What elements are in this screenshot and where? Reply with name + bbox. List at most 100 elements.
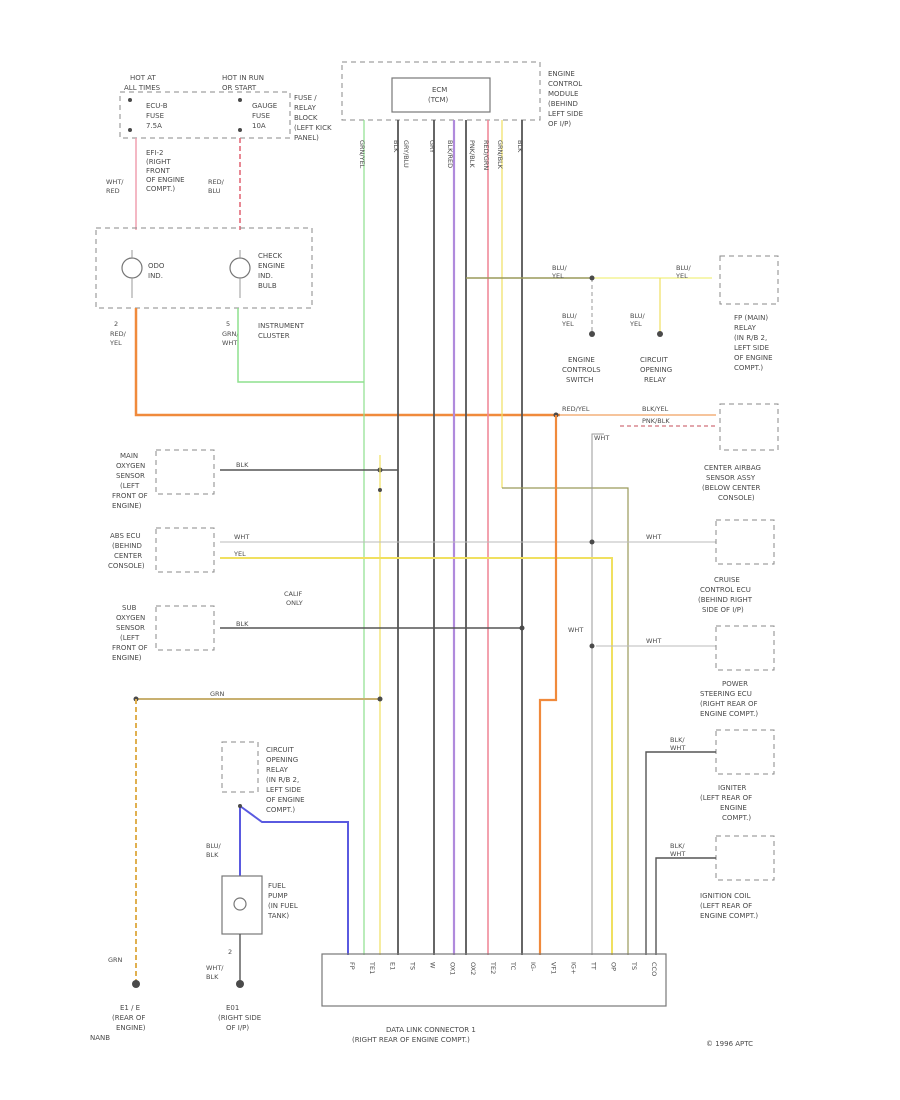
dlc-pin-13: OP — [610, 962, 618, 971]
svg-text:CONSOLE): CONSOLE) — [108, 562, 145, 570]
svg-text:CIRCUIT: CIRCUIT — [640, 356, 669, 364]
cluster-right-pin: 5 GRN/ WHT — [222, 320, 239, 347]
fuel-pump-motor-symbol — [233, 897, 247, 911]
svg-text:TANK): TANK) — [267, 912, 289, 920]
svg-text:(LEFT REAR OF: (LEFT REAR OF — [700, 902, 752, 910]
svg-text:CONTROL ECU: CONTROL ECU — [700, 586, 751, 594]
copyright: © 1996 APTC — [706, 1040, 753, 1048]
dlc-pin-10: VF1 — [549, 962, 557, 974]
ecm-wire-labels: GRN/YEL BLK GRY/BLU GRY BLK/RED PNK/BLK … — [358, 140, 524, 170]
svg-text:FUEL: FUEL — [268, 882, 286, 890]
svg-text:IGNITER: IGNITER — [718, 784, 746, 792]
splice-blublk — [238, 804, 242, 808]
splice-wht-1 — [589, 539, 595, 545]
dlc-pin-9: IG- — [529, 962, 537, 972]
svg-text:MODULE: MODULE — [548, 90, 578, 98]
fuel-pump-label: FUEL PUMP (IN FUEL TANK) — [267, 882, 298, 920]
ignition-coil-label: IGNITION COIL (LEFT REAR OF ENGINE COMPT… — [700, 892, 758, 920]
dlc-pin-4: W — [429, 962, 437, 969]
fuse-left-amp: 7.5A — [146, 122, 162, 130]
odo-label-1: ODO — [148, 262, 165, 270]
dlc-pin-5: OX1 — [449, 962, 457, 975]
sub-o2-blk-label: BLK — [236, 620, 249, 628]
svg-text:(IN FUEL: (IN FUEL — [268, 902, 298, 910]
ecm-box — [341, 61, 541, 121]
ground-e01 — [236, 980, 244, 988]
fuse-left-header-1: HOT AT — [130, 74, 157, 82]
wire-orange-to-dlc — [538, 415, 558, 955]
ps-ecu-box — [715, 625, 775, 671]
svg-text:COMPT.): COMPT.) — [266, 806, 295, 814]
main-o2-blk-label: BLK — [236, 461, 249, 469]
cluster-label-2: CLUSTER — [258, 332, 290, 340]
cruise-ecu-box — [715, 519, 775, 565]
svg-text:(LEFT: (LEFT — [120, 482, 140, 490]
splice-bluyel — [589, 275, 595, 281]
wire-abs-yel — [220, 557, 613, 955]
svg-text:FRONT OF: FRONT OF — [112, 644, 148, 652]
svg-text:ENGINE: ENGINE — [548, 70, 575, 78]
svg-text:BLK/RED: BLK/RED — [446, 140, 454, 168]
e1-wire-label: GRN — [108, 956, 123, 964]
svg-text:COMPT.): COMPT.) — [722, 814, 751, 822]
fuel-pump-box — [221, 875, 263, 935]
bluyel-top-2: YEL — [551, 272, 564, 280]
data-link-connector-box — [321, 953, 667, 1007]
svg-text:(LEFT REAR OF: (LEFT REAR OF — [700, 794, 752, 802]
svg-text:PUMP: PUMP — [268, 892, 288, 900]
bluyel-left-2: YEL — [561, 320, 574, 328]
dlc-pin-2: E1 — [388, 962, 396, 970]
svg-text:CONSOLE): CONSOLE) — [718, 494, 755, 502]
dlc-label-2: (RIGHT REAR OF ENGINE COMPT.) — [352, 1036, 470, 1044]
svg-text:BLK: BLK — [516, 140, 524, 153]
ground-e1 — [132, 980, 140, 988]
svg-text:(BELOW CENTER: (BELOW CENTER — [702, 484, 761, 492]
bluyel-left-1: BLU/ — [562, 312, 578, 320]
svg-text:(BEHIND: (BEHIND — [112, 542, 142, 550]
fuse-right-header-1: HOT IN RUN — [222, 74, 264, 82]
cruise-wht-label: WHT — [646, 533, 661, 541]
igniter-wire-2: WHT — [670, 744, 685, 752]
pnkblk-label: PNK/BLK — [642, 417, 670, 425]
svg-text:FUSE /: FUSE / — [294, 94, 317, 102]
svg-text:STEERING ECU: STEERING ECU — [700, 690, 752, 698]
co-relay-lower-label: CIRCUIT OPENING RELAY (IN R/B 2, LEFT SI… — [266, 746, 305, 814]
redyel-label: RED/YEL — [562, 405, 590, 413]
svg-text:RELAY: RELAY — [266, 766, 289, 774]
svg-text:(LEFT: (LEFT — [120, 634, 140, 642]
svg-text:OPENING: OPENING — [640, 366, 672, 374]
svg-text:(RIGHT SIDE: (RIGHT SIDE — [218, 1014, 261, 1022]
svg-text:SENSOR: SENSOR — [116, 624, 145, 632]
svg-text:OF I/P): OF I/P) — [548, 120, 571, 128]
dlc-pin-1: TE1 — [368, 961, 376, 974]
redblu-label-1: RED/ — [208, 178, 225, 186]
dlc-pin-8: TC — [509, 961, 517, 971]
wire-green-grnwht — [237, 308, 364, 383]
dlc-pin-3: TS — [408, 961, 416, 970]
fuse-left-header-2: ALL TIMES — [124, 84, 161, 92]
dlc-label-1: DATA LINK CONNECTOR 1 — [386, 1026, 476, 1034]
ps-wht-label: WHT — [646, 637, 661, 645]
blublk-label-2: BLK — [206, 851, 219, 859]
bluyel-top-1: BLU/ — [552, 264, 568, 272]
whtblk-label-2: BLK — [206, 973, 219, 981]
bluyel-fp-2: YEL — [675, 272, 688, 280]
svg-text:SUB: SUB — [122, 604, 137, 612]
odo-label-2: IND. — [148, 272, 163, 280]
svg-text:ENGINE COMPT.): ENGINE COMPT.) — [700, 710, 758, 718]
wire-blublk-to-dlc — [239, 805, 349, 955]
wire-olive-right — [502, 487, 629, 955]
fuse-left-name: ECU-B — [146, 102, 168, 110]
fuse-left-sub: FUSE — [146, 112, 164, 120]
e01-ground-label: E01 (RIGHT SIDE OF I/P) — [218, 1004, 261, 1032]
splice-tan-right — [377, 696, 383, 702]
svg-text:(RIGHT: (RIGHT — [146, 158, 171, 166]
svg-text:YEL: YEL — [109, 339, 122, 347]
svg-text:(BEHIND: (BEHIND — [548, 100, 578, 108]
blublk-label-1: BLU/ — [206, 842, 222, 850]
airbag-sensor-box — [719, 403, 779, 451]
svg-text:ABS ECU: ABS ECU — [110, 532, 141, 540]
ecm-inner-box — [391, 77, 491, 113]
svg-text:RELAY: RELAY — [644, 376, 667, 384]
check-engine-bulb — [229, 257, 251, 279]
